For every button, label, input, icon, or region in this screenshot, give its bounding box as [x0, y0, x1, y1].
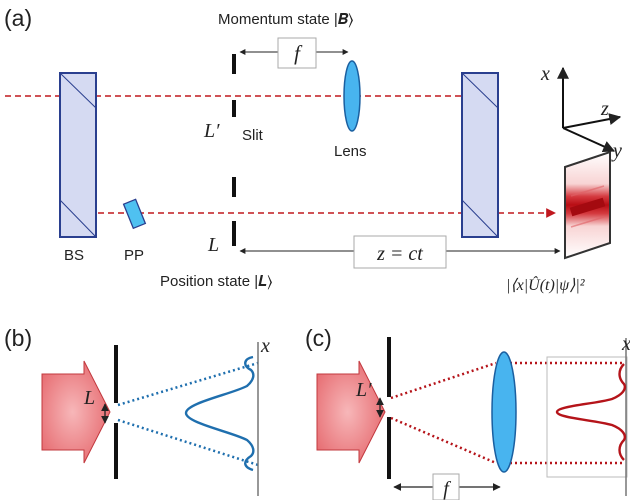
slit-spacing-L-label: L [83, 387, 95, 409]
pattern-frame-c [546, 356, 628, 478]
interference-pattern-c [555, 363, 626, 461]
position-state-label: Position state |𝑳⟩ [160, 273, 272, 290]
panel-b: (b) L x [4, 325, 270, 496]
z-equals-ct-label: z = ct [376, 243, 423, 265]
f-label: f [294, 41, 303, 65]
focal-length-f-label: f [443, 478, 451, 500]
incoming-light-arrow-c [316, 360, 386, 464]
coordinate-axes [557, 66, 622, 153]
momentum-state-label: Momentum state |𝑩⟩ [218, 11, 353, 28]
detection-screen [564, 150, 611, 260]
double-slit-c [387, 337, 391, 479]
interference-pattern-b [184, 355, 255, 472]
double-slit-b [114, 345, 118, 479]
panel-a: (a) BS PP L′ Slit L Mo [4, 5, 622, 294]
panel-c-label: (c) [305, 325, 332, 351]
converging-beams-c [390, 361, 625, 465]
lens-label: Lens [334, 143, 367, 160]
phase-plate [122, 198, 147, 230]
slit-label: Slit [242, 127, 264, 144]
beam-splitter-left [59, 72, 97, 238]
slit-L-label: L [207, 234, 219, 256]
slit-barrier [232, 54, 236, 246]
panel-c: (c) L′ f x [305, 325, 630, 500]
focal-length-label-box [432, 473, 460, 500]
screen-x-label-c: x [621, 333, 630, 355]
panel-a-label: (a) [4, 5, 32, 31]
lens-c [491, 351, 517, 473]
screen-x-label-b: x [260, 335, 270, 357]
panel-b-label: (b) [4, 325, 32, 351]
slit-L-prime-label: L′ [203, 120, 220, 142]
f-label-box [277, 37, 317, 69]
slit-spacing-L-prime-label: L′ [355, 379, 372, 401]
incoming-light-arrow-b [41, 360, 111, 464]
z-label-box [353, 235, 447, 269]
probability-label: |⟨x|Û(t)|ψ⟩|² [506, 275, 586, 294]
axis-x-label: x [540, 63, 550, 85]
bs-label: BS [64, 247, 84, 264]
pp-label: PP [124, 247, 144, 264]
lens [343, 60, 361, 132]
axis-z-label: z [600, 98, 609, 120]
axis-y-label: y [611, 140, 622, 162]
beam-splitter-right [461, 72, 499, 238]
diverging-beams-b [117, 361, 259, 467]
